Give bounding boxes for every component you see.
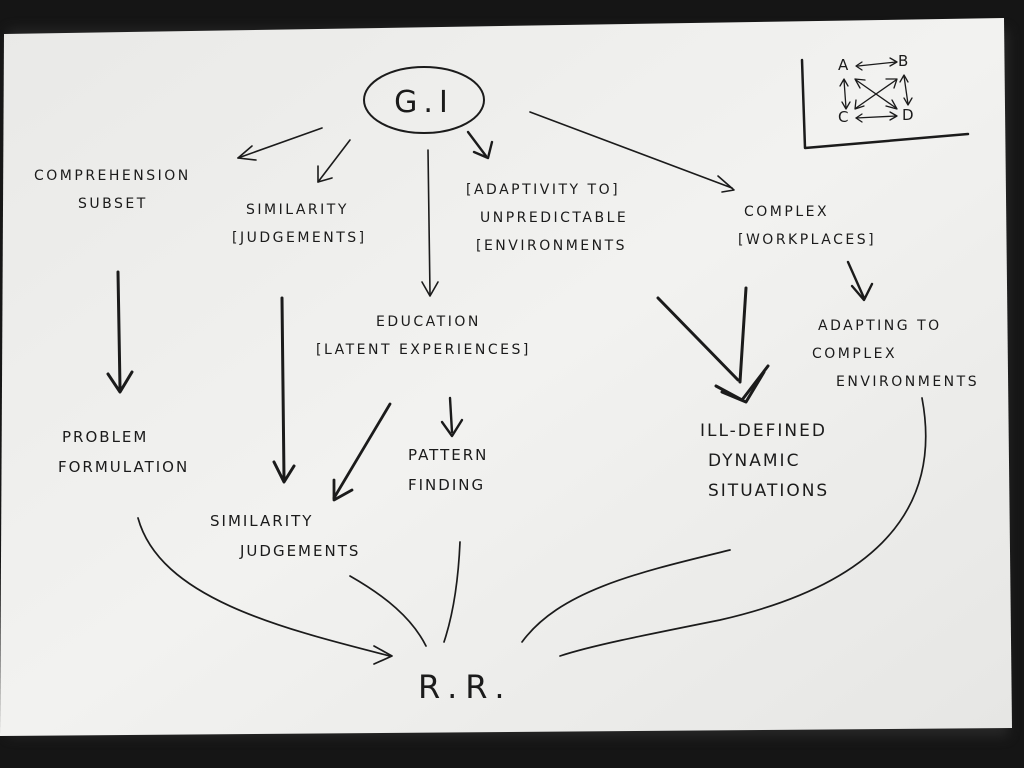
legend-letter-c: C bbox=[838, 108, 849, 126]
paper-sheet bbox=[0, 18, 1012, 736]
curve-problem-to-rr bbox=[137, 517, 393, 665]
arrow-gi-to-comprehension bbox=[237, 127, 323, 161]
node-line: COMPLEX bbox=[812, 346, 898, 362]
curve-adapting-to-rr bbox=[559, 397, 927, 657]
node-line: FINDING bbox=[408, 476, 486, 494]
node-similarity-judgements-bottom: SIMILARITY JUDGEMENTS bbox=[210, 506, 360, 566]
node-line: JUDGEMENTS bbox=[240, 542, 361, 560]
node-line: ADAPTING TO bbox=[818, 318, 942, 334]
arrow-workplaces-to-ill-defined bbox=[714, 286, 770, 404]
legend-frame bbox=[800, 58, 970, 150]
node-line: PROBLEM bbox=[62, 428, 149, 446]
root-label-gi: G.I bbox=[394, 84, 454, 120]
node-line: ENVIRONMENTS bbox=[836, 374, 980, 390]
curve-ill-defined-to-rr bbox=[521, 549, 731, 643]
node-problem-formulation: PROBLEM FORMULATION bbox=[58, 422, 189, 482]
node-line: DYNAMIC bbox=[708, 451, 801, 471]
node-line: SITUATIONS bbox=[708, 481, 830, 501]
legend-arrows bbox=[839, 57, 913, 123]
node-pattern-finding: PATTERN FINDING bbox=[408, 440, 488, 500]
sink-label-rr: R.R. bbox=[418, 668, 513, 706]
node-line: SIMILARITY bbox=[210, 512, 314, 530]
node-line: ILL-DEFINED bbox=[700, 421, 827, 441]
node-line: [LATENT EXPERIENCES] bbox=[316, 342, 531, 358]
node-line: COMPREHENSION bbox=[34, 168, 191, 184]
arrow-adaptivity-to-ill-defined bbox=[656, 296, 740, 382]
node-adapting-complex: ADAPTING TO COMPLEX ENVIRONMENTS bbox=[812, 312, 979, 396]
node-complex-workplaces: COMPLEX [WORKPLACES] bbox=[738, 198, 876, 254]
node-education-latent: EDUCATION [LATENT EXPERIENCES] bbox=[316, 308, 531, 364]
curve-pattern-to-rr bbox=[443, 541, 461, 643]
node-adaptivity-unpredictable: [ADAPTIVITY TO] UNPREDICTABLE [ENVIRONME… bbox=[466, 176, 628, 260]
node-ill-defined-dynamic: ILL-DEFINED DYNAMIC SITUATIONS bbox=[700, 416, 829, 506]
node-comprehension-subset: COMPREHENSION SUBSET bbox=[34, 162, 191, 218]
node-line: [ENVIRONMENTS bbox=[476, 238, 628, 254]
node-line: SIMILARITY bbox=[246, 202, 349, 218]
node-similarity-judgements-top: SIMILARITY [JUDGEMENTS] bbox=[232, 196, 367, 252]
node-line: EDUCATION bbox=[376, 314, 481, 330]
arrow-gi-to-adaptivity bbox=[466, 130, 494, 160]
node-line: [WORKPLACES] bbox=[738, 232, 877, 248]
arrow-gi-to-similarity bbox=[317, 139, 351, 183]
curve-similarity-to-rr bbox=[349, 575, 427, 647]
node-line: FORMULATION bbox=[58, 458, 190, 476]
node-line: [ADAPTIVITY TO] bbox=[466, 182, 621, 198]
legend-letter-b: B bbox=[898, 52, 909, 70]
node-line: SUBSET bbox=[78, 196, 148, 212]
arrow-similarity-to-similarity bbox=[272, 296, 296, 484]
arrow-comprehension-to-problem bbox=[106, 270, 134, 394]
gi-ellipse bbox=[363, 66, 485, 134]
arrow-education-to-pattern bbox=[440, 396, 464, 438]
arrow-education-to-similarity bbox=[332, 402, 392, 502]
node-line: [JUDGEMENTS] bbox=[232, 230, 367, 246]
arrow-gi-to-complex-workplaces bbox=[529, 111, 735, 193]
node-line: COMPLEX bbox=[744, 204, 830, 220]
arrow-gi-to-education bbox=[421, 149, 439, 297]
node-line: PATTERN bbox=[408, 446, 489, 464]
legend-letter-d: D bbox=[902, 106, 914, 124]
node-line: UNPREDICTABLE bbox=[480, 210, 629, 226]
legend-letter-a: A bbox=[838, 56, 849, 74]
arrow-workplaces-to-adapting bbox=[846, 260, 874, 302]
